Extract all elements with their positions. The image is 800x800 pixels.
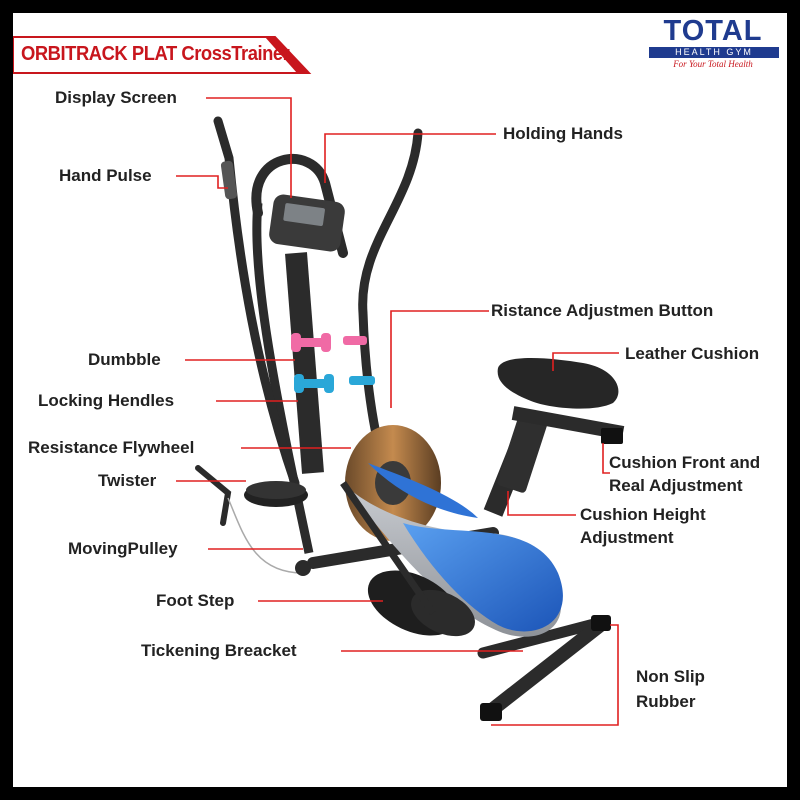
dumbbell-pink-end-2 xyxy=(321,333,331,352)
label-hand-pulse: Hand Pulse xyxy=(59,166,152,185)
poster-frame: ORBITRACK PLAT CrossTrainer TOTAL HEALTH… xyxy=(13,13,787,787)
cross-trainer-machine xyxy=(195,116,625,721)
brand-name: TOTAL xyxy=(663,15,763,47)
page-title: ORBITRACK PLAT CrossTrainer xyxy=(21,43,290,65)
leader-holding-hands xyxy=(324,133,496,183)
body-shroud-blue-top xyxy=(368,463,478,518)
brand-tagline: For Your Total Health xyxy=(673,59,753,69)
leader-hand-pulse xyxy=(176,175,228,189)
main-handle-loop xyxy=(251,154,348,258)
brand-subtitle: HEALTH GYM xyxy=(649,47,779,58)
pulley-cable xyxy=(227,497,304,574)
label-moving-pulley: MovingPulley xyxy=(68,539,178,558)
leader-leather-cushion xyxy=(552,352,619,371)
seat-adjust-knob xyxy=(601,428,623,444)
label-locking-hendles: Locking Hendles xyxy=(38,391,175,410)
label-leather-cushion: Leather Cushion xyxy=(625,344,760,363)
dumbbell-cyan-b xyxy=(349,376,375,385)
label-holding-hands: Holding Hands xyxy=(503,124,623,143)
seat-bellows xyxy=(497,409,549,493)
leader-resistance-button xyxy=(390,310,489,408)
leather-cushion xyxy=(497,358,619,409)
title-banner xyxy=(13,36,312,74)
base-bracket xyxy=(477,617,604,659)
dumbbell-cyan-end xyxy=(294,374,304,393)
display-console-screen xyxy=(283,203,325,226)
console-post xyxy=(285,252,324,474)
label-non-slip-line1: Non Slip xyxy=(636,667,705,686)
non-slip-rubber-cap xyxy=(480,703,502,721)
leader-display-screen xyxy=(206,97,292,198)
non-slip-rubber-cap-2 xyxy=(591,615,611,631)
title-banner-accent xyxy=(265,37,309,73)
label-cushion-height-line2: Adjustment xyxy=(580,528,674,547)
leader-cushion-front xyxy=(602,443,610,474)
label-tickening-breacket: Tickening Breacket xyxy=(141,641,297,660)
label-cushion-height-line1: Cushion Height xyxy=(580,505,706,524)
label-twister: Twister xyxy=(98,471,157,490)
label-foot-step: Foot Step xyxy=(156,591,235,610)
dumbbells xyxy=(291,333,375,393)
dumbbell-cyan xyxy=(298,379,328,388)
twister-disc-top xyxy=(246,481,306,499)
label-cushion-front-line2: Real Adjustment xyxy=(609,476,743,495)
label-resistance-flywheel: Resistance Flywheel xyxy=(28,438,195,457)
label-non-slip-line2: Rubber xyxy=(636,692,696,711)
dumbbell-pink-end xyxy=(291,333,301,352)
pedal-arm xyxy=(340,481,436,615)
label-display-screen: Display Screen xyxy=(55,88,177,107)
brand-logo: TOTAL HEALTH GYM For Your Total Health xyxy=(639,13,787,73)
moving-pulley xyxy=(295,560,311,576)
right-moving-arm xyxy=(358,128,423,473)
leader-cushion-height xyxy=(507,491,576,516)
dumbbell-pink xyxy=(295,338,325,347)
dumbbell-cyan-end-2 xyxy=(324,374,334,393)
label-resistance-adjustment-button: Ristance Adjustmen Button xyxy=(491,301,714,320)
label-cushion-front-line1: Cushion Front and xyxy=(609,453,761,472)
body-shroud-blue xyxy=(403,523,563,632)
leader-non-slip-top xyxy=(491,624,619,726)
dumbbell-pink-b xyxy=(343,336,367,345)
base-front-bar xyxy=(481,616,610,720)
leader-lines xyxy=(176,97,619,726)
machine-diagram xyxy=(176,97,625,726)
twister-handle xyxy=(195,465,232,526)
label-dumbble: Dumbble xyxy=(88,350,161,369)
hand-pulse-grip xyxy=(220,160,238,200)
